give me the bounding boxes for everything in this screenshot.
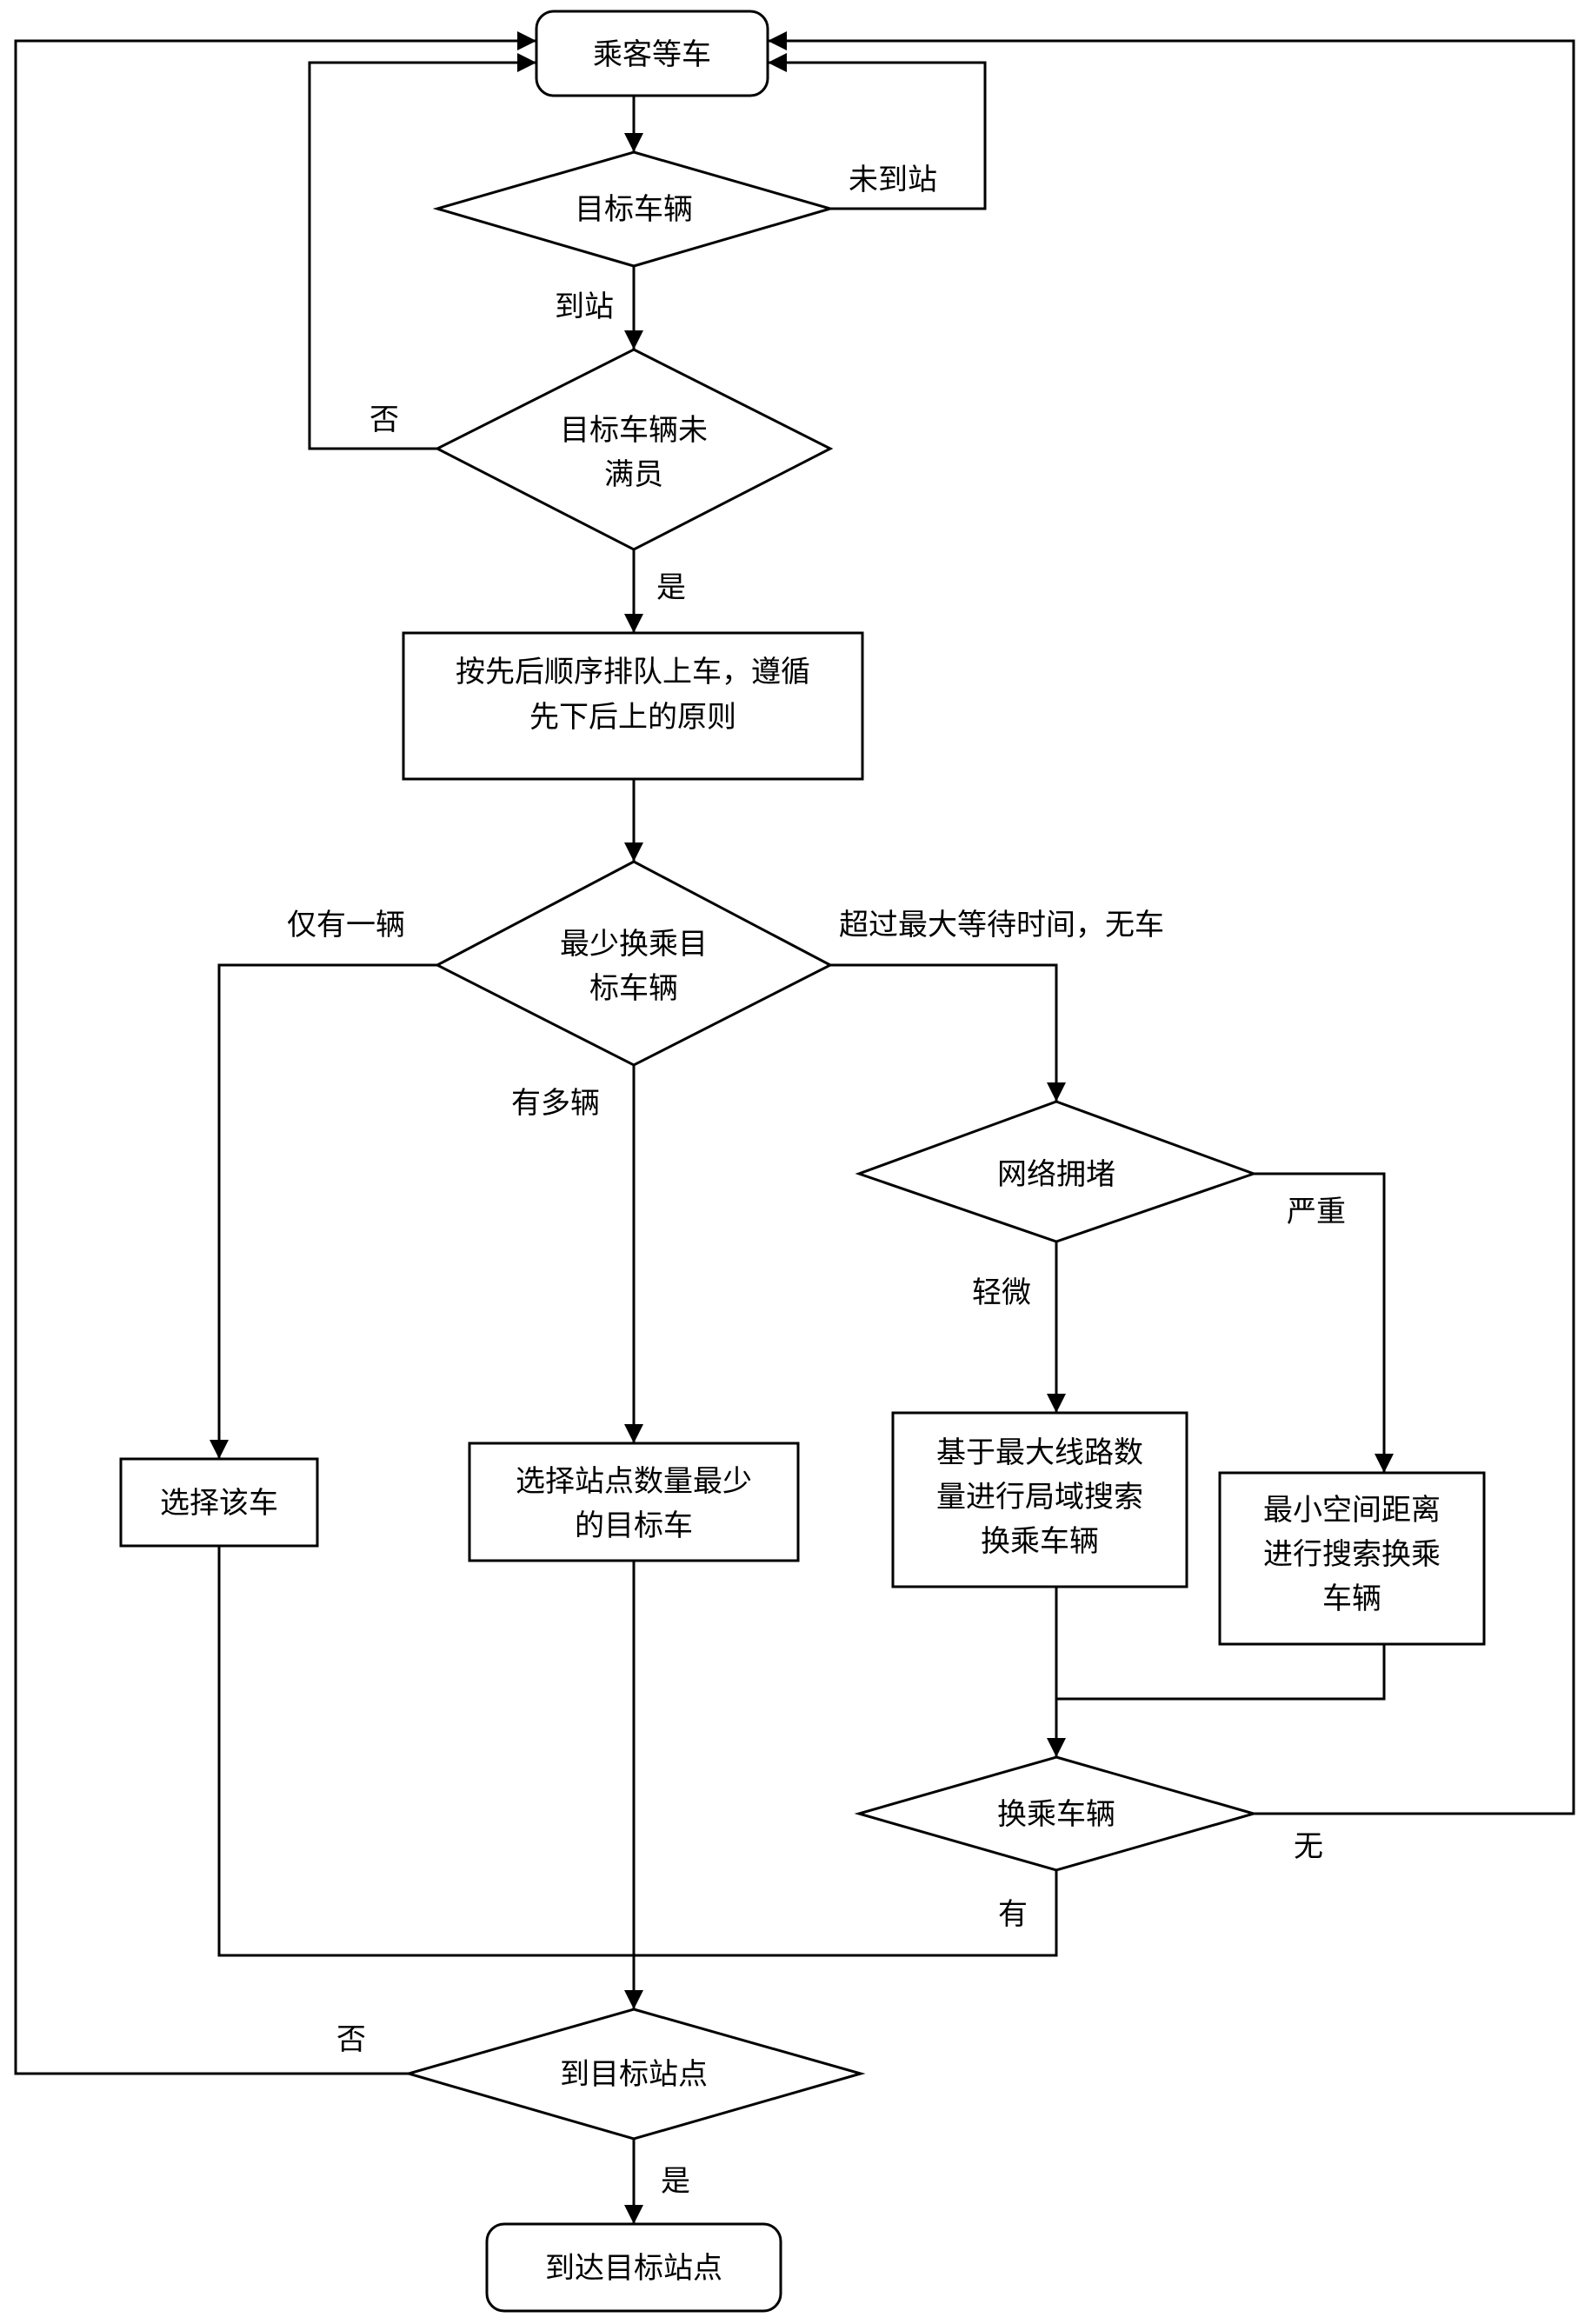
edge-not-target-back — [16, 41, 536, 2074]
node-congestion: 网络拥堵 — [859, 1102, 1254, 1242]
edge-full-back — [310, 63, 536, 449]
node-choose-car: 选择该车 — [121, 1459, 317, 1546]
node-target-vehicle: 目标车辆 — [437, 152, 830, 266]
node-local-search-label-3: 换乘车辆 — [981, 1524, 1099, 1559]
node-board-label-2: 先下后上的原则 — [529, 700, 736, 735]
label-have: 有 — [998, 1897, 1028, 1932]
node-local-search-label-1: 基于最大线路数 — [936, 1435, 1143, 1470]
node-not-full: 目标车辆未 满员 — [437, 350, 830, 549]
node-min-transfer-label-2: 标车辆 — [589, 971, 678, 1006]
label-severe: 严重 — [1287, 1195, 1346, 1229]
node-start-label: 乘客等车 — [593, 37, 711, 72]
label-none: 无 — [1294, 1829, 1323, 1864]
node-choose-car-label: 选择该车 — [160, 1486, 278, 1521]
node-start: 乘客等车 — [536, 11, 768, 96]
node-congestion-label: 网络拥堵 — [997, 1157, 1115, 1192]
label-timeout-no-car: 超过最大等待时间，无车 — [839, 908, 1164, 942]
node-min-distance-label-2: 进行搜索换乘 — [1263, 1537, 1441, 1572]
label-not-arrived: 未到站 — [849, 163, 937, 197]
node-transfer-vehicle-label: 换乘车辆 — [997, 1797, 1115, 1832]
node-board: 按先后顺序排队上车，遵循 先下后上的原则 — [403, 633, 862, 779]
label-many: 有多辆 — [511, 1086, 600, 1121]
label-yes-board: 是 — [656, 570, 686, 605]
node-end: 到达目标站点 — [487, 2224, 781, 2311]
node-local-search-label-2: 量进行局域搜索 — [936, 1480, 1143, 1515]
label-no-full: 否 — [369, 403, 399, 437]
node-min-transfer: 最少换乘目 标车辆 — [437, 862, 830, 1065]
label-only-one: 仅有一辆 — [287, 908, 405, 942]
node-target-vehicle-label: 目标车辆 — [575, 192, 693, 227]
label-slight: 轻微 — [972, 1275, 1031, 1310]
edge-have — [219, 1546, 1056, 1955]
node-not-full-label-1: 目标车辆未 — [560, 413, 708, 448]
node-local-search: 基于最大线路数 量进行局域搜索 换乘车辆 — [893, 1413, 1187, 1587]
edge-timeout — [830, 965, 1056, 1102]
node-board-label-1: 按先后顺序排队上车，遵循 — [456, 655, 810, 689]
node-min-distance: 最小空间距离 进行搜索换乘 车辆 — [1220, 1473, 1484, 1644]
connectors — [16, 41, 1574, 2224]
edge-distance-merge — [1056, 1644, 1384, 1699]
node-at-target-station-label: 到目标站点 — [560, 2057, 708, 2092]
node-end-label: 到达目标站点 — [545, 2251, 722, 2286]
edge-only-one — [219, 965, 437, 1459]
node-transfer-vehicle: 换乘车辆 — [859, 1757, 1254, 1870]
node-min-distance-label-1: 最小空间距离 — [1263, 1493, 1441, 1528]
node-not-full-label-2: 满员 — [604, 457, 663, 492]
label-arrived-target: 是 — [661, 2164, 690, 2199]
node-choose-fewest-label-2: 的目标车 — [575, 1508, 693, 1543]
label-arrived: 到站 — [555, 290, 614, 324]
label-not-arrived-target: 否 — [336, 2022, 366, 2057]
node-choose-fewest: 选择站点数量最少 的目标车 — [469, 1443, 798, 1561]
node-min-distance-label-3: 车辆 — [1322, 1582, 1381, 1616]
node-at-target-station: 到目标站点 — [409, 2009, 861, 2139]
node-choose-fewest-label-1: 选择站点数量最少 — [516, 1464, 752, 1499]
node-min-transfer-label-1: 最少换乘目 — [560, 927, 708, 962]
